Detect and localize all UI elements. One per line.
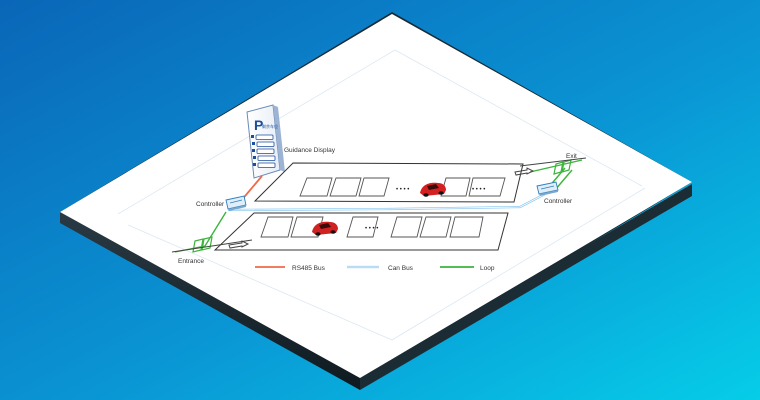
display-letter: P [254, 117, 263, 133]
lower-lane [213, 212, 509, 251]
lower-ellipsis: • • • • [365, 226, 378, 232]
legend-can-label: Can Bus [388, 265, 414, 272]
loop-detector-exit [553, 159, 572, 175]
display-header: 剩余车位 [262, 123, 278, 129]
entrance-road [171, 239, 253, 253]
display-rows [255, 134, 276, 168]
legend-rs485-label: RS485 Bus [292, 265, 326, 272]
display-row [255, 134, 274, 140]
legend-loop-label: Loop [480, 265, 495, 272]
exit-road [519, 157, 587, 167]
guidance-display: P 剩余车位 Guidance Display [246, 104, 336, 179]
display-row [257, 162, 276, 168]
legend: RS485 Bus Can Bus Loop [255, 265, 495, 272]
parking-lanes [213, 162, 524, 251]
upper-ellipsis-2: • • • • [472, 187, 485, 193]
car-upper [420, 182, 446, 197]
display-row [257, 155, 276, 161]
upper-ellipsis: • • • • [396, 187, 409, 193]
display-row [256, 141, 275, 147]
controller-right-label: Controller [544, 198, 573, 205]
controller-left-label: Controller [196, 201, 225, 208]
controller-right [536, 181, 559, 196]
direction-arrow-exit [514, 167, 535, 176]
display-label: Guidance Display [284, 147, 336, 154]
display-row [256, 148, 275, 154]
entrance-label: Entrance [178, 258, 204, 265]
car-lower [312, 221, 338, 236]
lower-spots [260, 216, 484, 238]
controller-left [225, 195, 247, 211]
exit-label: Exit [566, 153, 577, 160]
upper-lane [253, 162, 524, 203]
direction-arrow-entrance [228, 240, 250, 249]
